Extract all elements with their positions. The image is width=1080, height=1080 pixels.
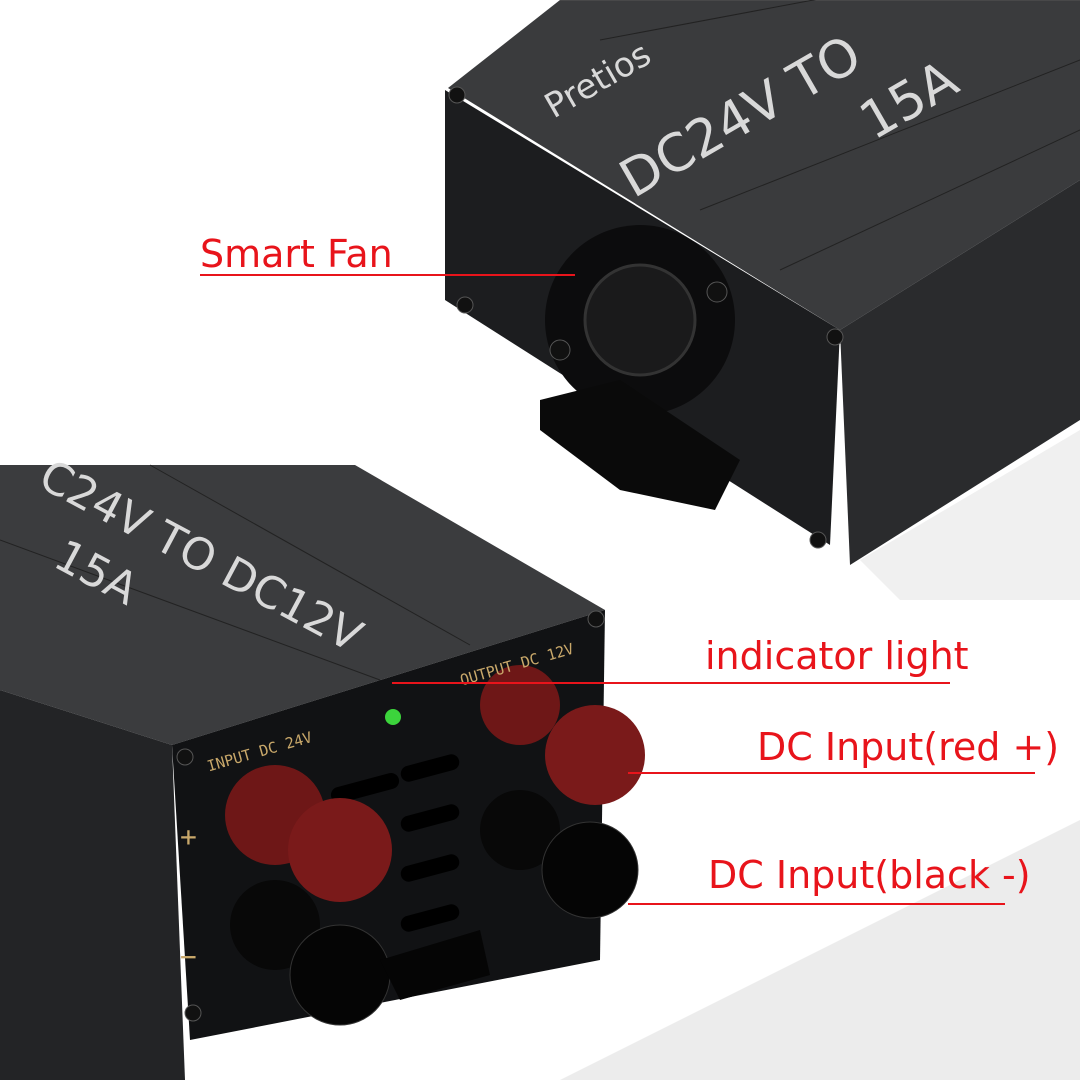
plus-sign: + bbox=[180, 820, 197, 853]
output-black-terminal bbox=[480, 790, 639, 919]
bottom-converter-device bbox=[0, 464, 645, 1080]
dc-input-red-label: DC Input(red +) bbox=[757, 725, 1060, 769]
top-converter-device bbox=[445, 0, 1080, 565]
indicator-led bbox=[385, 709, 401, 725]
smart-fan bbox=[545, 225, 735, 415]
dc-input-black-callout-line bbox=[628, 903, 1005, 905]
output-red-terminal bbox=[480, 665, 645, 805]
indicator-light-callout-line bbox=[392, 682, 950, 684]
smart-fan-label: Smart Fan bbox=[200, 232, 393, 276]
indicator-light-label: indicator light bbox=[705, 634, 969, 678]
dc-input-black-label: DC Input(black -) bbox=[708, 853, 1031, 897]
input-black-terminal bbox=[230, 880, 391, 1026]
minus-sign: − bbox=[180, 940, 197, 973]
smart-fan-callout-line bbox=[200, 274, 575, 276]
dc-input-red-callout-line bbox=[628, 772, 1035, 774]
input-red-terminal bbox=[225, 765, 392, 902]
